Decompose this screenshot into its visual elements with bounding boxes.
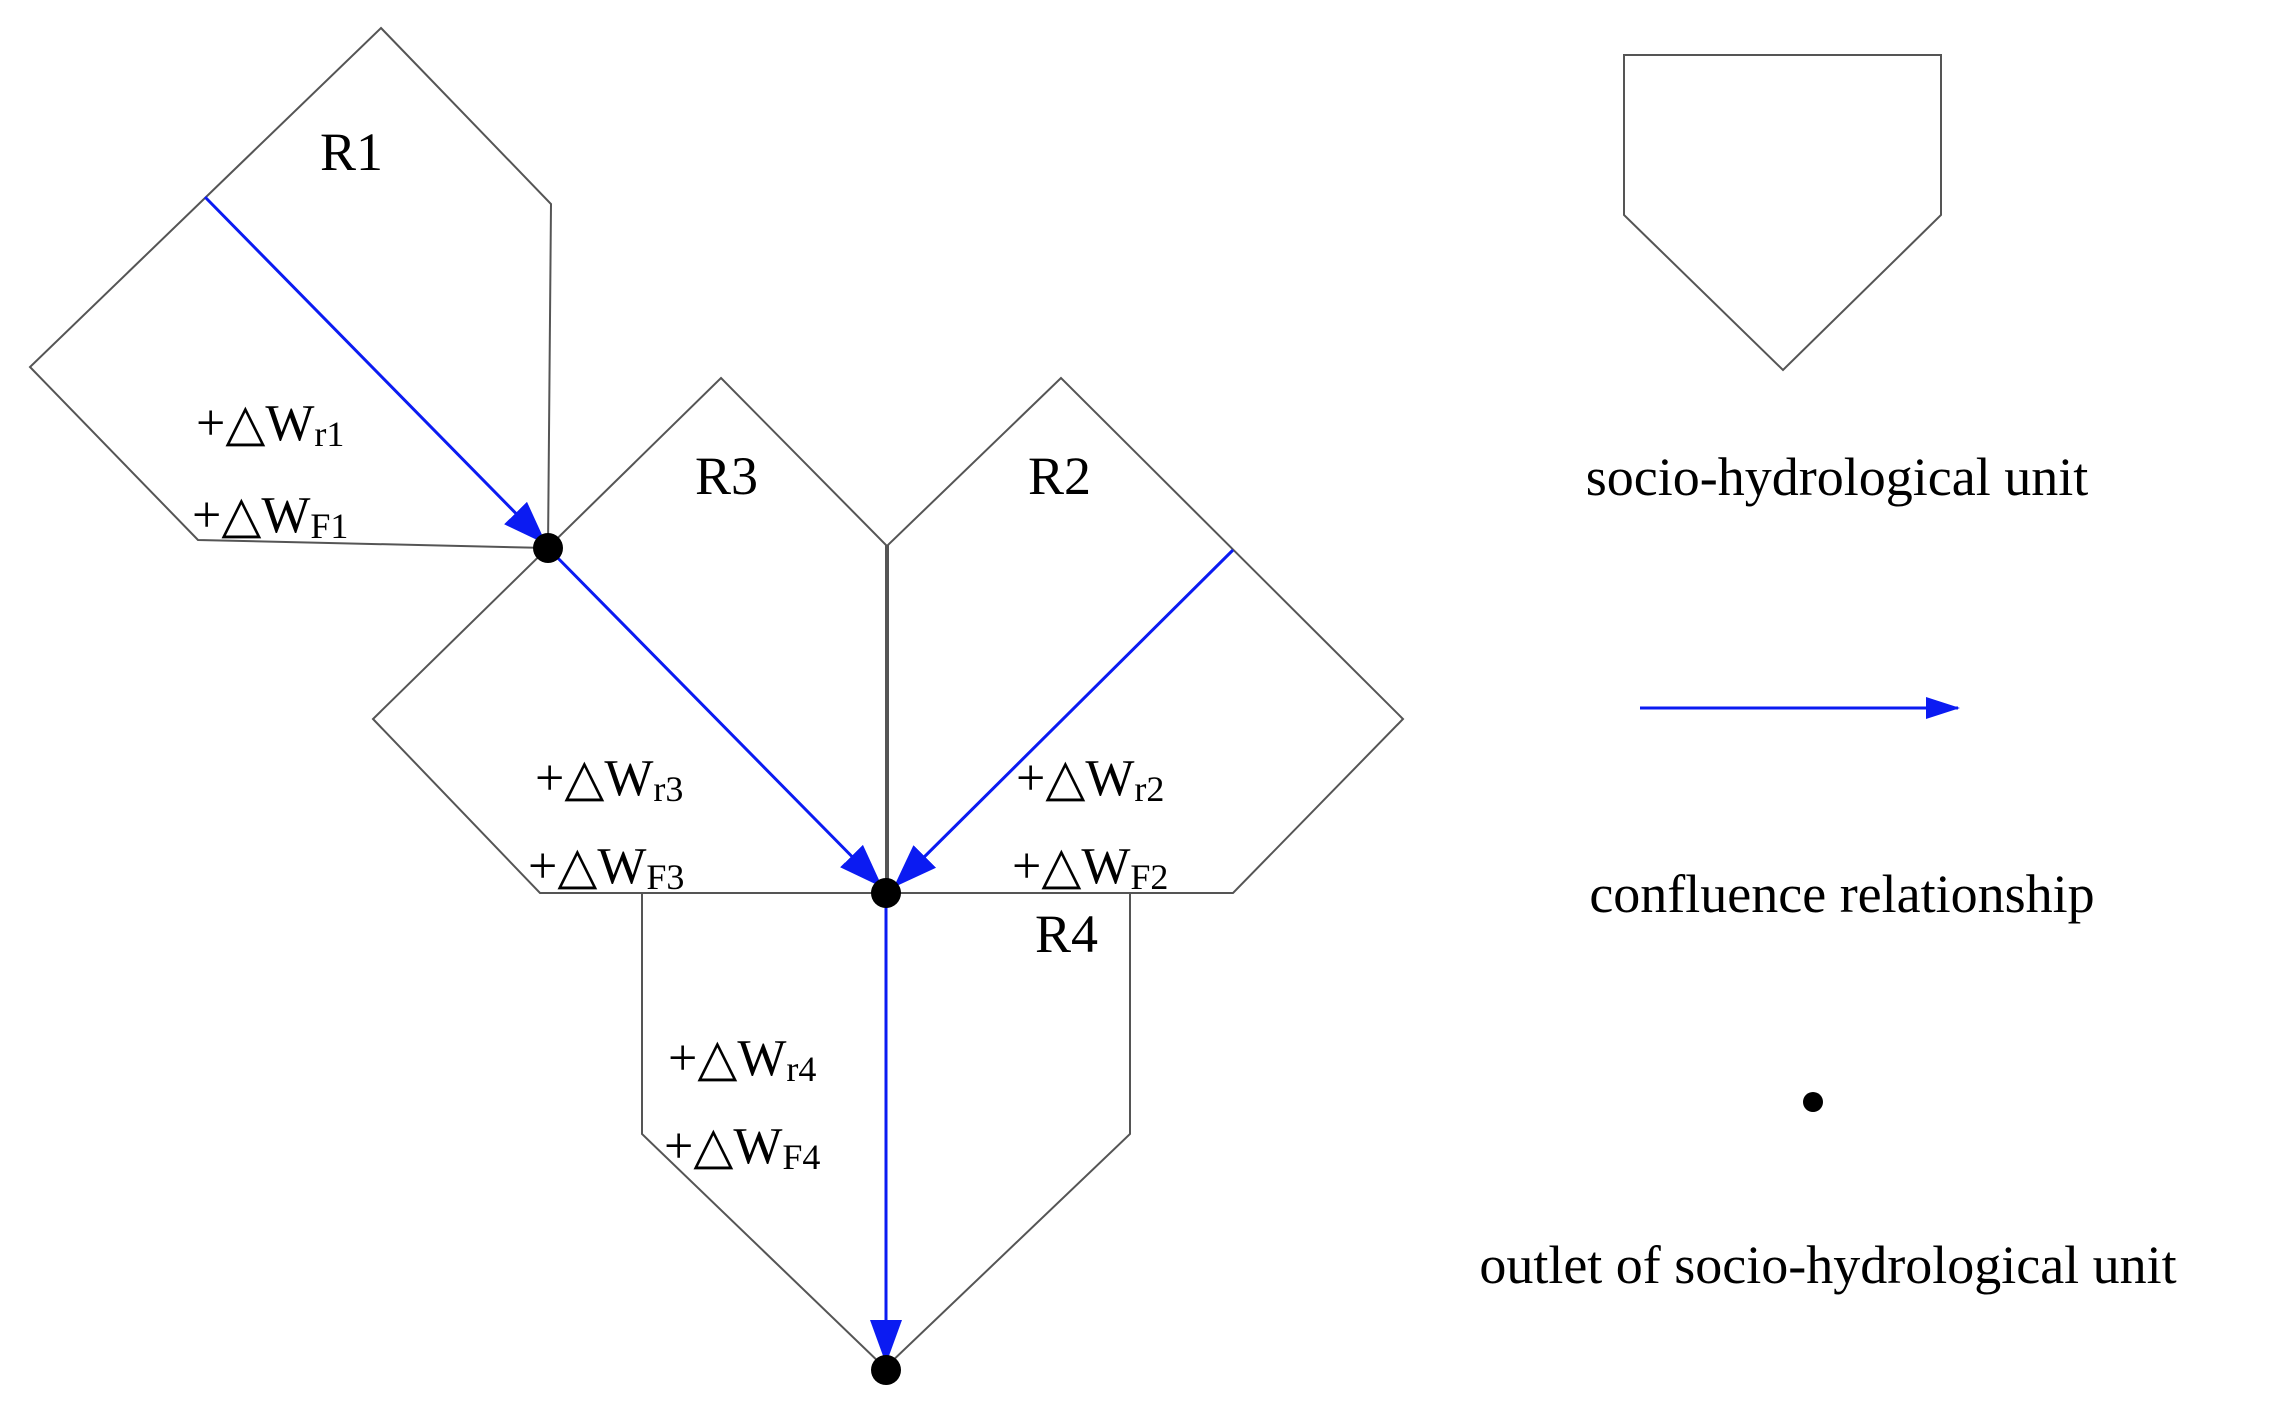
- term-r2-feedback: +△WF2: [1012, 838, 1168, 897]
- term-r4-feedback: +△WF4: [664, 1118, 820, 1177]
- legend-unit-symbol: [1623, 54, 1942, 372]
- unit-r1-outline: [28, 26, 553, 550]
- term-r3-runoff: +△Wr3: [535, 750, 683, 809]
- legend-outlet-symbol: [1803, 1092, 1823, 1112]
- legend-outlet-label: outlet of socio-hydrological unit: [1479, 1235, 2176, 1295]
- term-r1-feedback: +△WF1: [192, 487, 348, 546]
- unit-r4-label: R4: [1035, 904, 1098, 964]
- legend-arrow-label: confluence relationship: [1589, 864, 2094, 924]
- term-r3-feedback: +△WF3: [528, 838, 684, 897]
- flow-r2-to-r4: [893, 548, 1235, 888]
- unit-r1-label: R1: [320, 122, 383, 182]
- legend-unit-label: socio-hydrological unit: [1586, 447, 2088, 507]
- flow-r3-to-r4: [546, 546, 883, 888]
- flow-r1-to-r3: [203, 195, 547, 545]
- outlet-r3-r2: [871, 878, 901, 908]
- term-r4-runoff: +△Wr4: [668, 1030, 816, 1089]
- outlet-r4: [871, 1355, 901, 1385]
- outlet-r1: [533, 533, 563, 563]
- unit-r2-label: R2: [1028, 446, 1091, 506]
- legend: socio-hydrological unit confluence relat…: [1479, 54, 2177, 1295]
- term-r2-runoff: +△Wr2: [1016, 750, 1164, 809]
- unit-r4-outline: [641, 892, 1131, 1370]
- term-r1-runoff: +△Wr1: [196, 395, 344, 454]
- unit-r3-label: R3: [695, 446, 758, 506]
- unit-r3-outline: [371, 376, 887, 894]
